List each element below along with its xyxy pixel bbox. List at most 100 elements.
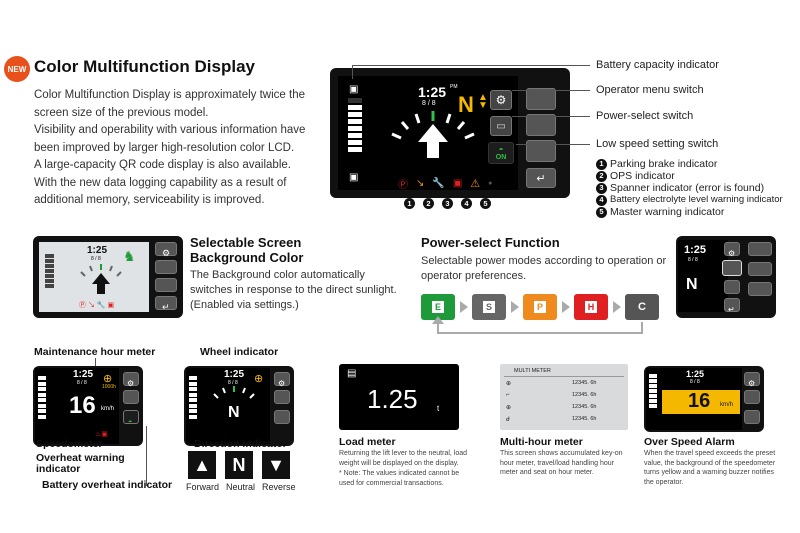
clock: 1:25 [418, 84, 447, 100]
mode-s[interactable]: S [472, 294, 506, 320]
travel-icon: ⌐ [506, 392, 510, 398]
power-preview-display: 1:25 8 / 8 N ⚙ ↵ [676, 236, 776, 318]
battery-bars-maint [38, 376, 46, 419]
maint-button-1[interactable]: ⚙ [123, 372, 139, 388]
speed-unit-overspeed: km/h [720, 402, 734, 408]
clock-overspeed: 1:25 [686, 369, 705, 379]
side-button-1[interactable] [526, 88, 556, 110]
spanner-icon: 🔧 [432, 177, 445, 189]
preview-side-1[interactable] [748, 242, 772, 256]
overspeed-button-3[interactable] [744, 410, 760, 424]
maint-button-2[interactable] [123, 390, 139, 404]
indicator-numbers: 1 2 3 4 5 [404, 198, 491, 209]
gear-icon: ⚙ [127, 379, 135, 388]
intro-line: additional memory, serviceability is imp… [34, 194, 265, 206]
gear-wheel: N [228, 404, 240, 421]
overspeed-lcd: 1:25 8 / 8 16 km/h [646, 368, 742, 430]
enter-button[interactable]: ↵ [526, 168, 556, 188]
bg-enter-button[interactable]: ↵ [155, 296, 177, 312]
ops-icon: ↘ [416, 177, 425, 189]
maintenance-lcd: 1:25 8 / 8 ⊕ 1000h 16 km/h ♨▣ [35, 368, 119, 444]
callout-power: Power-select switch [596, 110, 694, 122]
seat-icon: ᑯ [506, 417, 510, 423]
overspeed-button-1[interactable]: ⚙ [744, 372, 760, 388]
overheat-line2: indicator [36, 463, 81, 475]
preview-button-3[interactable] [724, 280, 740, 294]
mode-letter: E [431, 301, 444, 313]
callout-low-speed: Low speed setting switch [596, 138, 719, 150]
bg-side-button-1[interactable]: ⚙ [155, 242, 177, 258]
intro-line: With the new data logging capability as … [34, 176, 287, 189]
legend-text: Master warning indicator [610, 206, 725, 218]
legend-text: OPS indicator [610, 170, 675, 182]
battery-electrolyte-icon: ▣ [452, 177, 463, 189]
callout-menu: Operator menu switch [596, 84, 704, 96]
background-title-line2: Background Color [190, 250, 304, 265]
new-badge: NEW [4, 56, 30, 82]
mode-e[interactable]: E [421, 294, 455, 320]
power-select-title: Power-select Function [421, 235, 560, 250]
mode-letter: P [533, 301, 546, 313]
cycle-arrow-line [437, 322, 643, 334]
power-select-button[interactable]: ▭ [490, 116, 512, 136]
preview-button-1[interactable]: ⚙ [724, 242, 740, 258]
speed-overspeed: 16 [688, 390, 711, 412]
preview-button-4[interactable]: ↵ [724, 298, 740, 314]
bg-side-button-2[interactable] [155, 260, 177, 274]
indicator-number: 2 [423, 198, 434, 209]
bg-side-button-3[interactable] [155, 278, 177, 292]
clock-maint: 1:25 [73, 369, 94, 380]
side-button-2[interactable] [526, 114, 556, 136]
load-unit: t [437, 404, 440, 413]
battery-bars-wheel [189, 376, 197, 419]
legend-text: Battery electrolyte level warning indica… [610, 194, 783, 205]
multi-text: This screen shows accumulated key-on hou… [500, 450, 623, 476]
power-preview-lcd: 1:25 8 / 8 N [678, 240, 728, 312]
date-wheel: 8 / 8 [228, 380, 238, 386]
gear-icon: ⚙ [495, 93, 507, 107]
gear-icon: ⚙ [728, 249, 736, 258]
side-button-3[interactable] [526, 140, 556, 162]
operator-menu-button[interactable]: ⚙ [490, 90, 512, 110]
mode-letter: S [482, 301, 495, 313]
turtle-icon: ◓ [498, 144, 504, 154]
overspeed-button-2[interactable] [744, 390, 760, 404]
low-speed-button[interactable]: ◓ ON [488, 142, 514, 164]
preview-side-2[interactable] [748, 262, 772, 276]
forward-arrow-icon: ▲ [188, 451, 216, 479]
light-lcd: 1:25 8 / 8 ♞ Ⓟ ↘ 🔧 ▣ [39, 242, 149, 312]
maintenance-title: Maintenance hour meter [34, 346, 156, 358]
load-icon: ▤ [347, 368, 357, 379]
wheel-button-3[interactable] [274, 410, 290, 424]
preview-button-2[interactable] [722, 260, 742, 276]
wheel-title: Wheel indicator [200, 346, 279, 358]
load-display: ▤ 1.25 t [339, 364, 459, 430]
intro-line: been improved by larger high-resolution … [34, 141, 295, 154]
indicator-icons: Ⓟ ↘ 🔧 ▣ ⚠ ● [398, 176, 508, 191]
overheat-line1: Overheat warning [36, 452, 125, 464]
enter-icon: ↵ [162, 302, 170, 312]
neutral-indicator: N [225, 451, 253, 479]
legend-number: 1 [596, 158, 607, 170]
mode-letter: H [584, 301, 598, 313]
neutral-letter: N [232, 454, 246, 475]
load-note: * Note: The values indicated cannot be u… [339, 470, 460, 487]
load-value: 1.25 [367, 384, 418, 414]
mode-c[interactable]: C [625, 294, 659, 320]
maint-button-3[interactable]: ◓ [123, 410, 139, 426]
mode-h[interactable]: H [574, 294, 608, 320]
wheel-button-1[interactable]: ⚙ [274, 372, 290, 388]
power-mode-icon: ▭ [496, 120, 506, 132]
mode-p[interactable]: P [523, 294, 557, 320]
intro-line: screen size of the previous model. [34, 106, 209, 119]
indicator-number: 3 [442, 198, 453, 209]
intro-line: A large-capacity QR code display is also… [34, 159, 291, 171]
wheel-dial [213, 386, 255, 399]
legend-text: Parking brake indicator [610, 158, 718, 170]
clock-suffix: PM [450, 84, 458, 90]
wheel-button-2[interactable] [274, 390, 290, 404]
preview-side-3[interactable] [748, 282, 772, 296]
